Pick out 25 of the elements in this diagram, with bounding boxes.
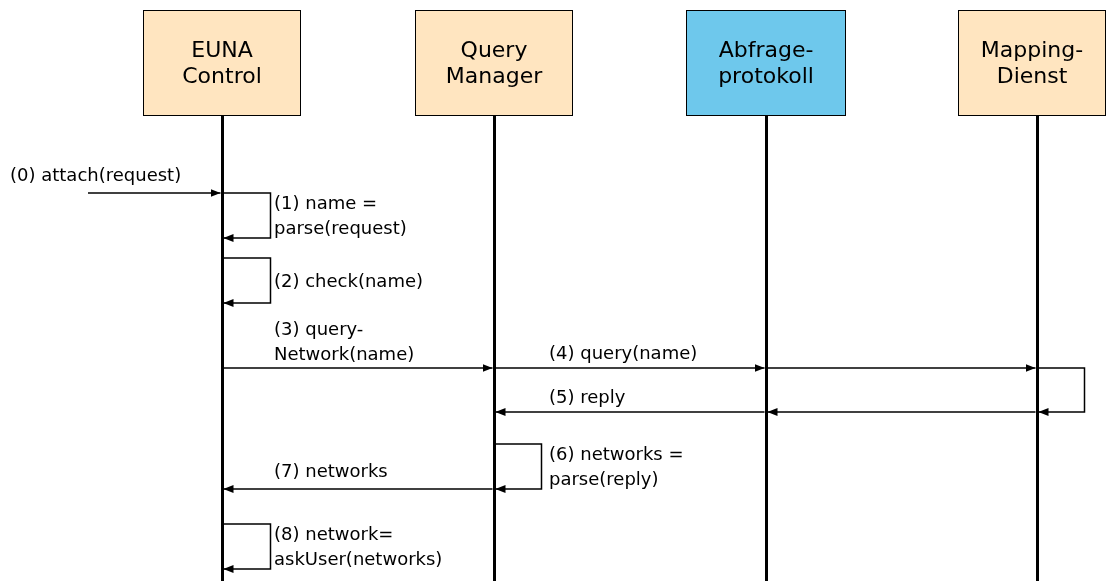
message-label: (5) reply (549, 385, 627, 409)
message-label: (1) name = parse(request) (274, 191, 408, 240)
participant-name: EUNA Control (181, 36, 263, 90)
self-message-arrow (1037, 367, 1086, 416)
participant-name: Query Manager (444, 36, 544, 90)
message-arrow (494, 408, 766, 416)
message-label: (0) attach(request) (10, 163, 183, 187)
message-label: (7) networks (274, 459, 389, 483)
message-arrow (222, 364, 494, 372)
message-arrow (222, 485, 494, 493)
message-arrow (87, 189, 222, 197)
self-message-arrow (222, 192, 272, 242)
self-message-arrow (222, 257, 272, 307)
self-message-arrow (494, 443, 543, 493)
participant-name: Mapping- Dienst (979, 36, 1085, 90)
message-label: (3) query- Network(name) (274, 317, 416, 366)
message-label: (6) networks = parse(reply) (549, 442, 685, 491)
message-arrow (766, 364, 1037, 372)
message-label: (2) check(name) (274, 269, 424, 293)
message-label: (8) network= askUser(networks) (274, 522, 444, 571)
message-arrow (766, 408, 1037, 416)
self-message-arrow (222, 523, 272, 573)
message-label: (4) query(name) (549, 341, 699, 365)
participant-name: Abfrage- protokoll (717, 36, 815, 90)
message-arrow (494, 364, 766, 372)
